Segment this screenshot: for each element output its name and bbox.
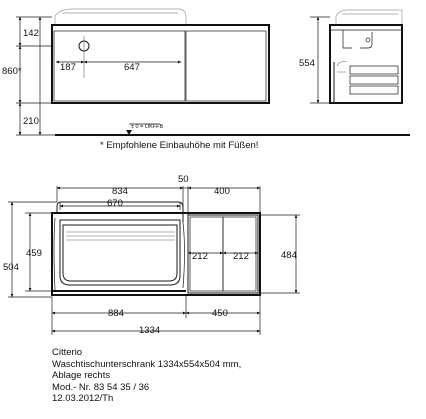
dim-floor-gap: 210 [23,116,39,127]
footnote: * Empfohlene Einbauhöhe mit Füßen! [100,140,258,151]
title-block: Citterio Waschtischunterschrank 1334x554… [52,347,241,405]
open-shelf-front [185,30,267,102]
dim-top-offset: 142 [23,28,39,39]
basin-outline [62,224,178,282]
plan-view: 834 670 50 400 504 459 484 212 212 [3,174,300,336]
cabinet-plan-outline [51,212,261,296]
dim-overall-width: 1334 [139,325,160,336]
dim-right-depth: 484 [281,250,297,261]
dim-bottom-right: 450 [212,308,228,319]
dim-drain-offset: 187 [60,62,76,73]
dim-overall-height: 860* [2,66,22,77]
caption-model-number: Mod.- Nr. 83 54 35 / 36 [52,381,150,393]
floor-marker: ± 0 = OKFFB [131,124,164,130]
dim-shelf-width: 400 [214,186,230,197]
dim-body-height: 554 [299,58,315,69]
cabinet-body-front [51,24,270,104]
caption-date: 12.03.2012/Th [52,393,114,405]
drawer-front [53,30,186,102]
dim-left-depth: 459 [26,248,42,259]
dim-top-width: 834 [112,186,128,197]
dim-bottom-left: 884 [108,308,124,319]
dim-door-left: 212 [192,251,208,262]
dim-overall-depth: 504 [3,262,19,273]
front-view: 142 860* 210 187 647 ± 0 = OKFFB * Empfo… [2,8,410,151]
cabinet-body-side [329,24,403,104]
dim-basin-width: 647 [124,62,140,73]
caption-variant: Ablage rechts [52,370,111,382]
dim-gap: 50 [178,174,189,185]
dim-basin-inner: 670 [107,198,123,209]
caption-series: Citterio [52,347,83,358]
side-view: 554 [299,9,403,104]
caption-product: Waschtischunterschrank 1334x554x504 mm, [52,358,242,370]
dim-door-right: 212 [233,251,249,262]
